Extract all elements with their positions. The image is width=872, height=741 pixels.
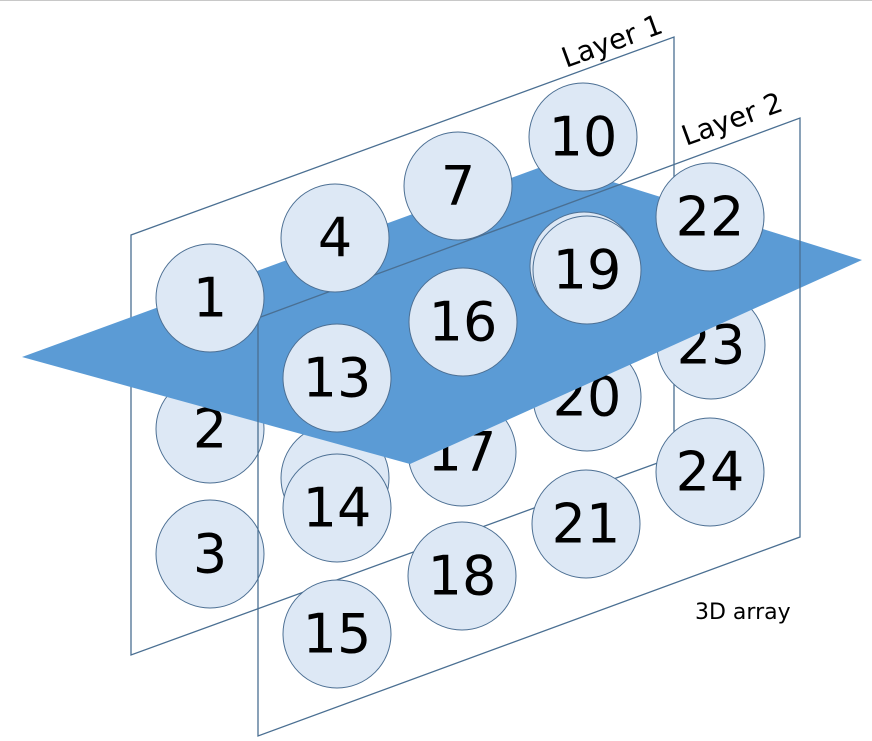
svg-text:21: 21 bbox=[552, 493, 621, 556]
diagram-caption: 3D array bbox=[695, 600, 791, 625]
cell-18: 18 bbox=[407, 521, 517, 631]
svg-text:16: 16 bbox=[429, 291, 498, 354]
cell-4: 4 bbox=[280, 183, 390, 293]
cell-7: 7 bbox=[403, 131, 513, 241]
svg-text:19: 19 bbox=[553, 239, 622, 302]
layer-1-label: Layer 1 bbox=[557, 8, 667, 75]
cell-13: 13 bbox=[282, 323, 392, 433]
cell-3: 3 bbox=[155, 499, 265, 609]
top-border bbox=[0, 0, 872, 1]
cell-22: 22 bbox=[655, 162, 765, 272]
svg-text:10: 10 bbox=[549, 106, 618, 169]
svg-text:1: 1 bbox=[193, 267, 227, 330]
cell-19: 19 bbox=[532, 215, 642, 325]
cell-16: 16 bbox=[408, 267, 518, 377]
svg-text:15: 15 bbox=[303, 603, 372, 666]
svg-text:24: 24 bbox=[676, 441, 745, 504]
cell-1: 1 bbox=[155, 243, 265, 353]
layer-2-frame bbox=[257, 117, 801, 737]
cell-15: 15 bbox=[282, 579, 392, 689]
cell-10: 10 bbox=[528, 82, 638, 192]
svg-text:14: 14 bbox=[303, 477, 372, 540]
svg-text:4: 4 bbox=[318, 207, 352, 270]
svg-text:22: 22 bbox=[676, 186, 745, 249]
cell-24: 24 bbox=[655, 417, 765, 527]
svg-text:18: 18 bbox=[428, 545, 497, 608]
cell-14: 14 bbox=[282, 453, 392, 563]
svg-text:13: 13 bbox=[303, 347, 372, 410]
svg-text:3: 3 bbox=[193, 523, 227, 586]
cell-21: 21 bbox=[531, 469, 641, 579]
svg-text:7: 7 bbox=[441, 155, 475, 218]
